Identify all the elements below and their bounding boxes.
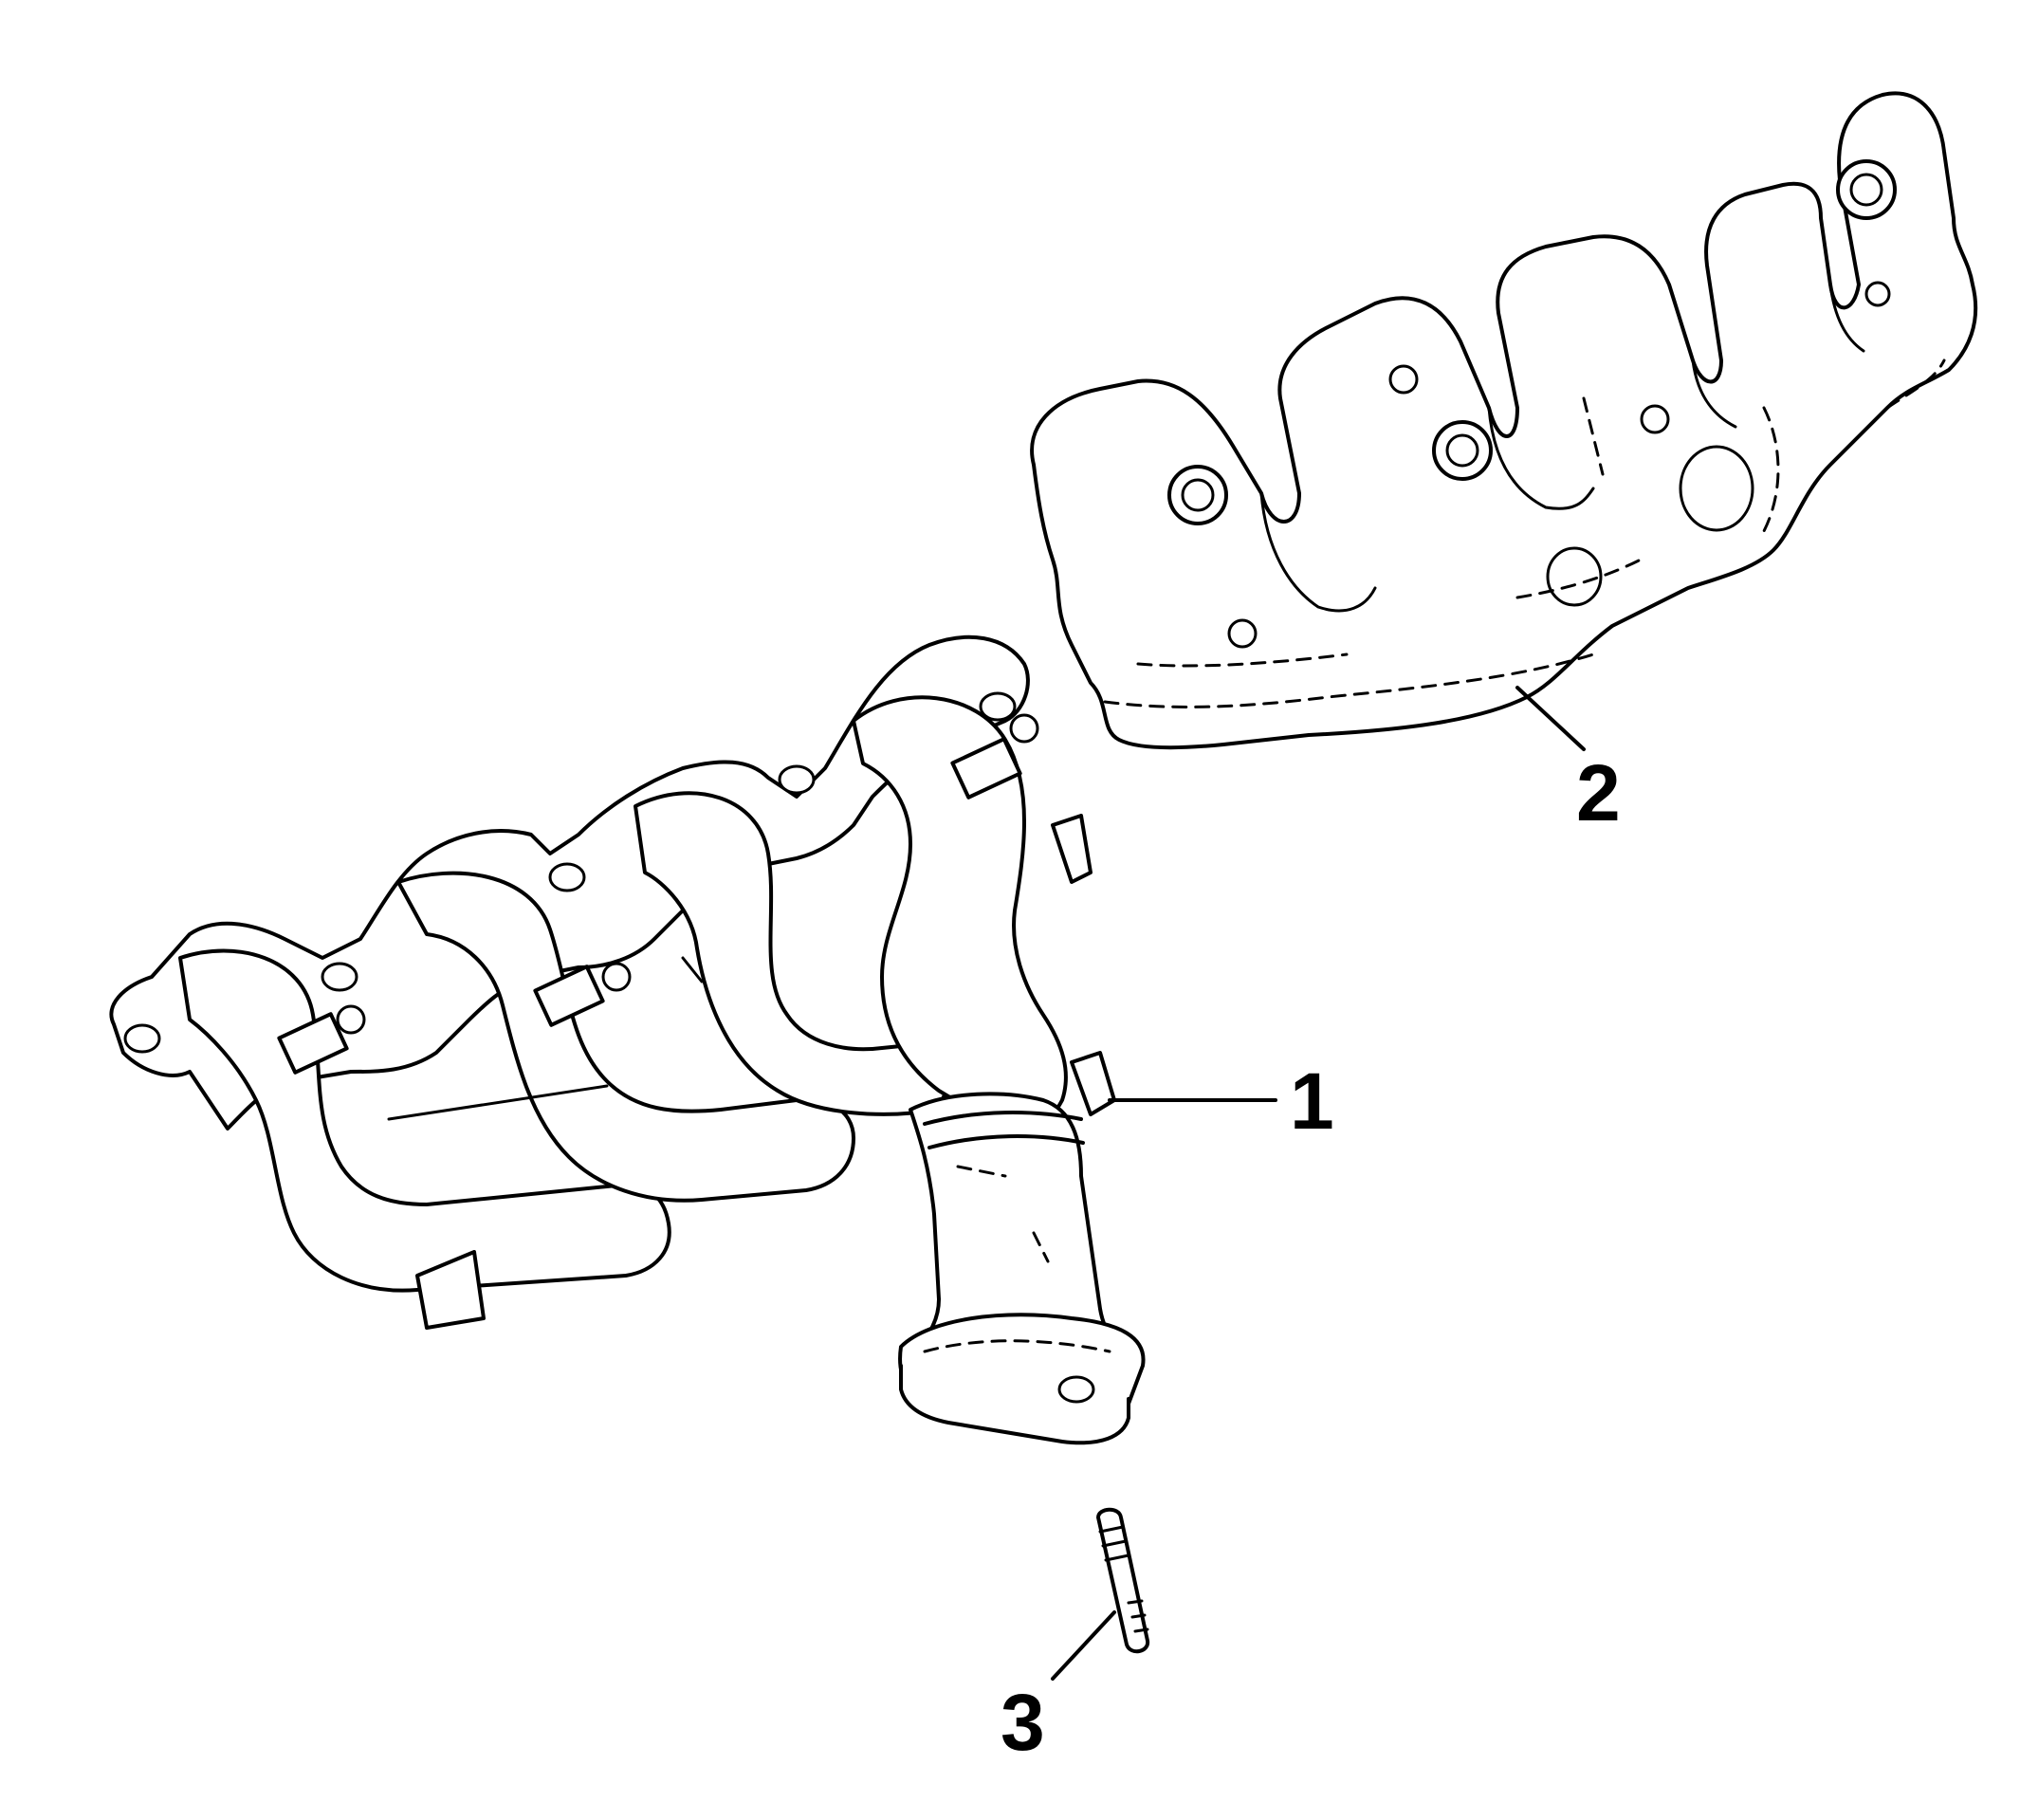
manifold-stud-2 (533, 962, 632, 1027)
manifold-stud-3 (950, 713, 1039, 800)
callout-3-leader (1051, 1610, 1116, 1681)
callout-2-leader (1515, 686, 1586, 751)
callout-1-label: 1 (1290, 1057, 1334, 1146)
shield-bolt-right (1836, 159, 1897, 220)
shield-bolt-left (1167, 465, 1228, 525)
callout-3-label: 3 (1001, 1678, 1045, 1767)
shield-bolt-center (1432, 420, 1493, 481)
manifold-stud-1 (277, 1004, 366, 1075)
heat-shield (1030, 91, 1978, 750)
stud-bolt (1096, 1507, 1150, 1654)
callout-2-label: 2 (1576, 748, 1621, 837)
exhaust-manifold (109, 634, 1146, 1445)
